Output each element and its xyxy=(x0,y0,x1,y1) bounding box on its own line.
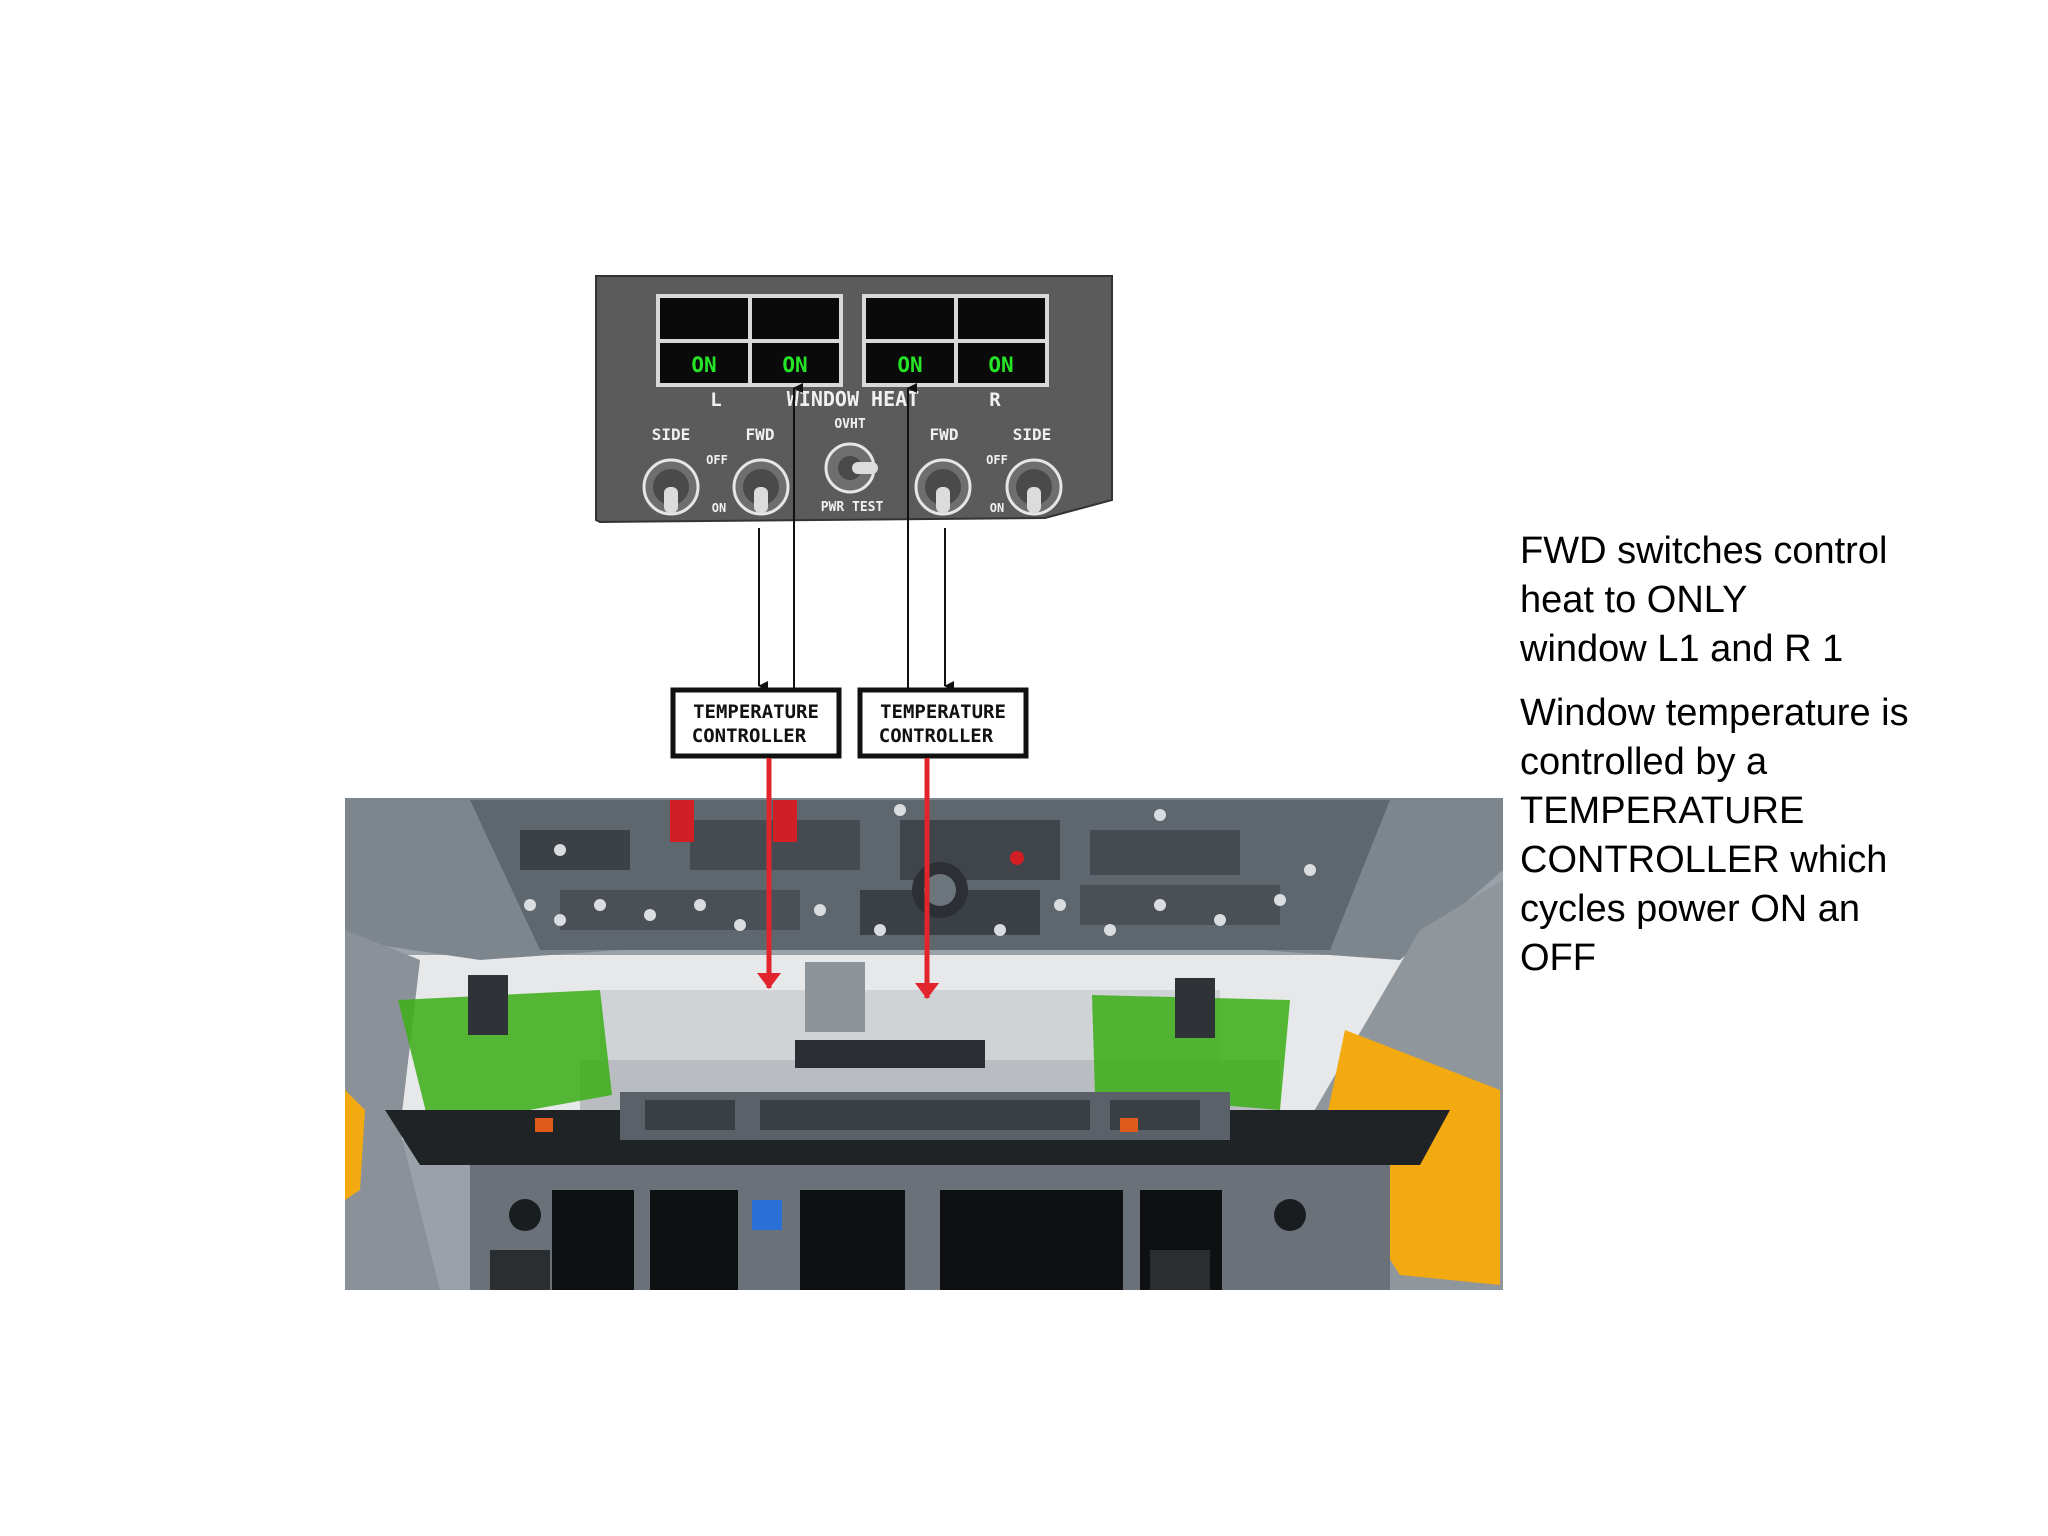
toggle-side-left[interactable] xyxy=(642,458,700,516)
panel-title: WINDOW HEAT xyxy=(787,387,919,411)
label-fwd-left: FWD xyxy=(746,425,775,444)
label-side-left: SIDE xyxy=(652,425,691,444)
light-l-fwd-on: ON xyxy=(782,353,807,377)
controller-left-line2: CONTROLLER xyxy=(692,725,807,747)
label-on-right: ON xyxy=(990,501,1004,515)
test-switch-rotary[interactable] xyxy=(824,442,878,494)
cockpit-illustration xyxy=(345,798,1503,1290)
label-ovht: OVHT xyxy=(834,417,865,432)
toggle-fwd-right[interactable] xyxy=(914,458,972,516)
window-heat-panel: ON ON ON ON L WINDOW HEAT R SIDE FWD OVH… xyxy=(595,275,1113,524)
controller-right-line1: TEMPERATURE xyxy=(880,701,1006,723)
light-r-fwd-on: ON xyxy=(897,353,922,377)
label-pwr-test: PWR TEST xyxy=(821,500,884,515)
temperature-controller-right: TEMPERATURE CONTROLLER xyxy=(857,687,1029,759)
label-on-left: ON xyxy=(712,501,726,515)
panel-label-l: L xyxy=(710,389,721,411)
toggle-fwd-left[interactable] xyxy=(732,458,790,516)
label-off-right: OFF xyxy=(986,453,1008,467)
panel-label-r: R xyxy=(989,389,1001,411)
note-temperature-controller: Window temperature is controlled by a TE… xyxy=(1520,692,1909,979)
label-side-right: SIDE xyxy=(1013,425,1052,444)
controller-left-line1: TEMPERATURE xyxy=(693,701,819,723)
note-fwd-switches: FWD switches control heat to ONLY window… xyxy=(1520,530,1888,670)
signal-lines xyxy=(758,383,954,698)
temperature-controller-left: TEMPERATURE CONTROLLER xyxy=(670,687,842,759)
light-r-side-on: ON xyxy=(988,353,1013,377)
label-off-left: OFF xyxy=(706,453,728,467)
toggle-side-right[interactable] xyxy=(1005,458,1063,516)
controller-right-line2: CONTROLLER xyxy=(879,725,994,747)
label-fwd-right: FWD xyxy=(930,425,959,444)
light-l-side-on: ON xyxy=(691,353,716,377)
